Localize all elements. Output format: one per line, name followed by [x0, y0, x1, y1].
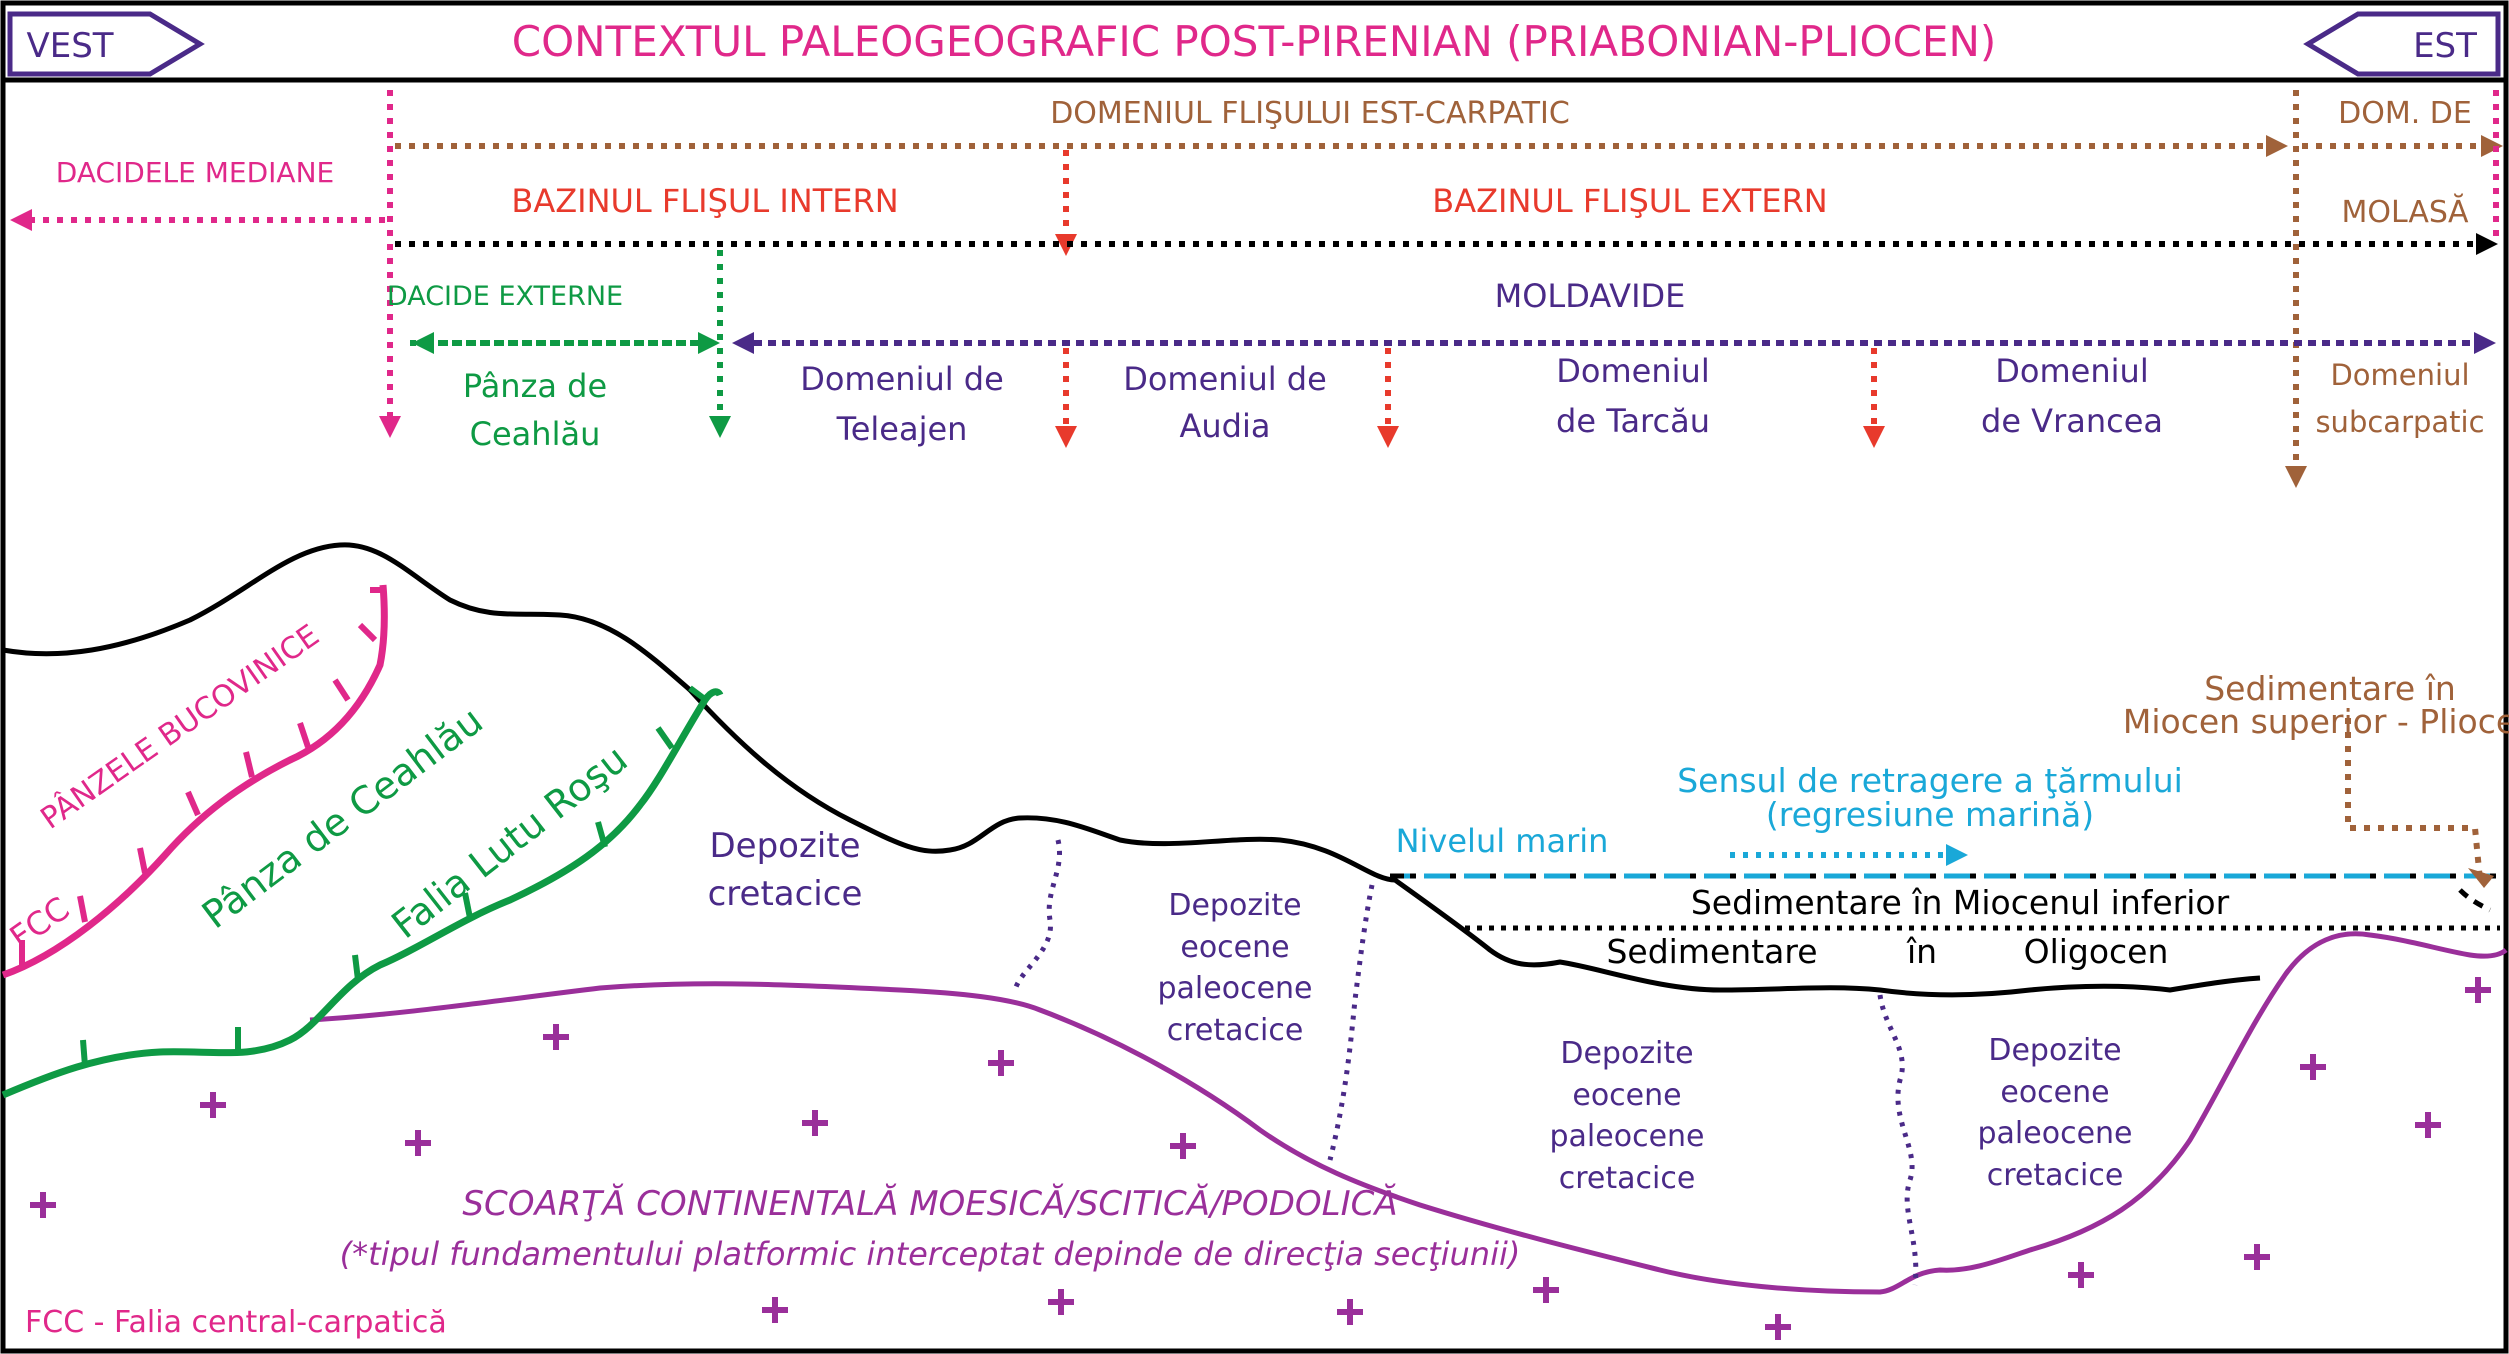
vrancea-label-2: de Vrancea: [1981, 402, 2163, 440]
bucovinian-ticks: [19, 587, 382, 966]
label-retragere-1: Sensul de retragere a ţărmului: [1677, 761, 2183, 800]
dep-b-3: paleocene: [1550, 1119, 1705, 1154]
plus-icon: [1048, 1289, 1074, 1315]
plus-icon: [802, 1110, 828, 1136]
label-nivelul-marin: Nivelul marin: [1396, 822, 1609, 860]
plus-icon: [2244, 1244, 2270, 1270]
label-dacide-externe: DACIDE EXTERNE: [387, 281, 623, 312]
east-label: EST: [2413, 26, 2477, 66]
section-text: Depozite cretacice Depozite eocene paleo…: [25, 669, 2509, 1340]
west-label: VEST: [26, 26, 113, 66]
dep-a-1: Depozite: [1168, 888, 1301, 923]
vrancea-label-1: Domeniul: [1995, 352, 2148, 390]
label-sed-olig-2: în: [1906, 932, 1937, 971]
label-retragere-2: (regresiune marină): [1766, 795, 2094, 834]
miocen-superior-arrowhead: [2468, 868, 2494, 888]
west-arrow-icon: [7, 11, 205, 77]
plus-icon: [2068, 1262, 2094, 1288]
plus-icon: [2300, 1054, 2326, 1080]
east-arrow-icon: [2303, 11, 2501, 77]
plus-icon: [2465, 977, 2491, 1003]
plus-icon: [1170, 1133, 1196, 1159]
label-dacidele-mediane: DACIDELE MEDIANE: [56, 156, 334, 189]
label-moldavide: MOLDAVIDE: [1495, 277, 1686, 315]
audia-label-2: Audia: [1180, 407, 1271, 445]
unit-labels: Pânza de Ceahlău Domeniul de Teleajen Do…: [463, 352, 2485, 453]
tarcau-label-2: de Tarcău: [1556, 402, 1710, 440]
page-title: CONTEXTUL PALEOGEOGRAFIC POST-PIRENIAN (…: [512, 17, 1997, 66]
plus-icon: [200, 1092, 226, 1118]
crust-plus-symbols: [30, 977, 2491, 1340]
ceahlau-label-2: Ceahlău: [470, 415, 601, 453]
subcarpatic-label-2: subcarpatic: [2315, 405, 2484, 439]
facies-boundary-1: [1012, 839, 1062, 991]
dep-c-4: cretacice: [1987, 1158, 2124, 1193]
label-sed-olig-3: Oligocen: [2024, 932, 2169, 971]
crust-boundary: [309, 931, 2508, 1295]
plus-icon: [1533, 1277, 1559, 1303]
audia-label-1: Domeniul de: [1123, 360, 1327, 398]
dep-a-4: cretacice: [1167, 1013, 1304, 1048]
dep-c-2: eocene: [2000, 1075, 2109, 1110]
dep-b-2: eocene: [1572, 1078, 1681, 1113]
bucovinian-thrust: [1, 584, 388, 979]
subcarpatic-label-1: Domeniul: [2330, 358, 2469, 392]
label-depozite-cretacice-1: Depozite: [709, 826, 860, 866]
label-flis-est-carpatic: DOMENIUL FLIŞULUI EST-CARPATIC: [1050, 96, 1570, 131]
label-depozite-cretacice-2: cretacice: [708, 874, 863, 914]
ceahlau-thrust: [1, 688, 724, 1099]
label-sed-olig-1: Sedimentare: [1606, 932, 1817, 971]
dep-c-1: Depozite: [1988, 1033, 2121, 1068]
plus-icon: [2415, 1112, 2441, 1138]
ceahlau-ticks: [80, 685, 708, 1067]
facies-boundary-3: [1877, 994, 1919, 1286]
miocen-superior-arrow: [2345, 718, 2483, 881]
sea-level-end-mark: [2458, 888, 2492, 913]
label-sed-mio-inf: Sedimentare în Miocenul inferior: [1691, 883, 2230, 922]
plus-icon: [543, 1024, 569, 1050]
label-dom-de: DOM. DE: [2338, 96, 2472, 131]
plus-icon: [405, 1130, 431, 1156]
label-scoarta-note: (*tipul fundamentului platformic interce…: [340, 1235, 1521, 1273]
label-sed-mio-sup-1: Sedimentare în: [2204, 669, 2456, 708]
plus-icon: [1337, 1299, 1363, 1325]
dep-b-4: cretacice: [1559, 1161, 1696, 1196]
legend-fcc: FCC - Falia central-carpatică: [25, 1305, 447, 1340]
tarcau-label-1: Domeniul: [1556, 352, 1709, 390]
ceahlau-label-1: Pânza de: [463, 367, 607, 405]
label-scoarta: SCOARŢĂ CONTINENTALĂ MOESICĂ/SCITICĂ/POD…: [462, 1183, 1397, 1224]
topographic-profile: [2, 542, 2261, 998]
plus-icon: [988, 1050, 1014, 1076]
facies-boundary-2: [1327, 884, 1375, 1161]
teleajen-label-1: Domeniul de: [800, 360, 1004, 398]
label-sed-mio-sup-2: Miocen superior - Pliocen: [2123, 702, 2509, 741]
dep-a-3: paleocene: [1158, 971, 1313, 1006]
plus-icon: [30, 1192, 56, 1218]
teleajen-label-2: Teleajen: [836, 410, 968, 448]
label-bazinul-intern: BAZINUL FLIŞUL INTERN: [511, 182, 898, 220]
dep-c-3: paleocene: [1978, 1116, 2133, 1151]
plus-icon: [1765, 1314, 1791, 1340]
label-molasa: MOLASĂ: [2342, 193, 2469, 230]
label-bazinul-extern: BAZINUL FLIŞUL EXTERN: [1432, 182, 1827, 220]
dep-a-2: eocene: [1180, 930, 1289, 965]
plus-icon: [762, 1297, 788, 1323]
dep-b-1: Depozite: [1560, 1036, 1693, 1071]
